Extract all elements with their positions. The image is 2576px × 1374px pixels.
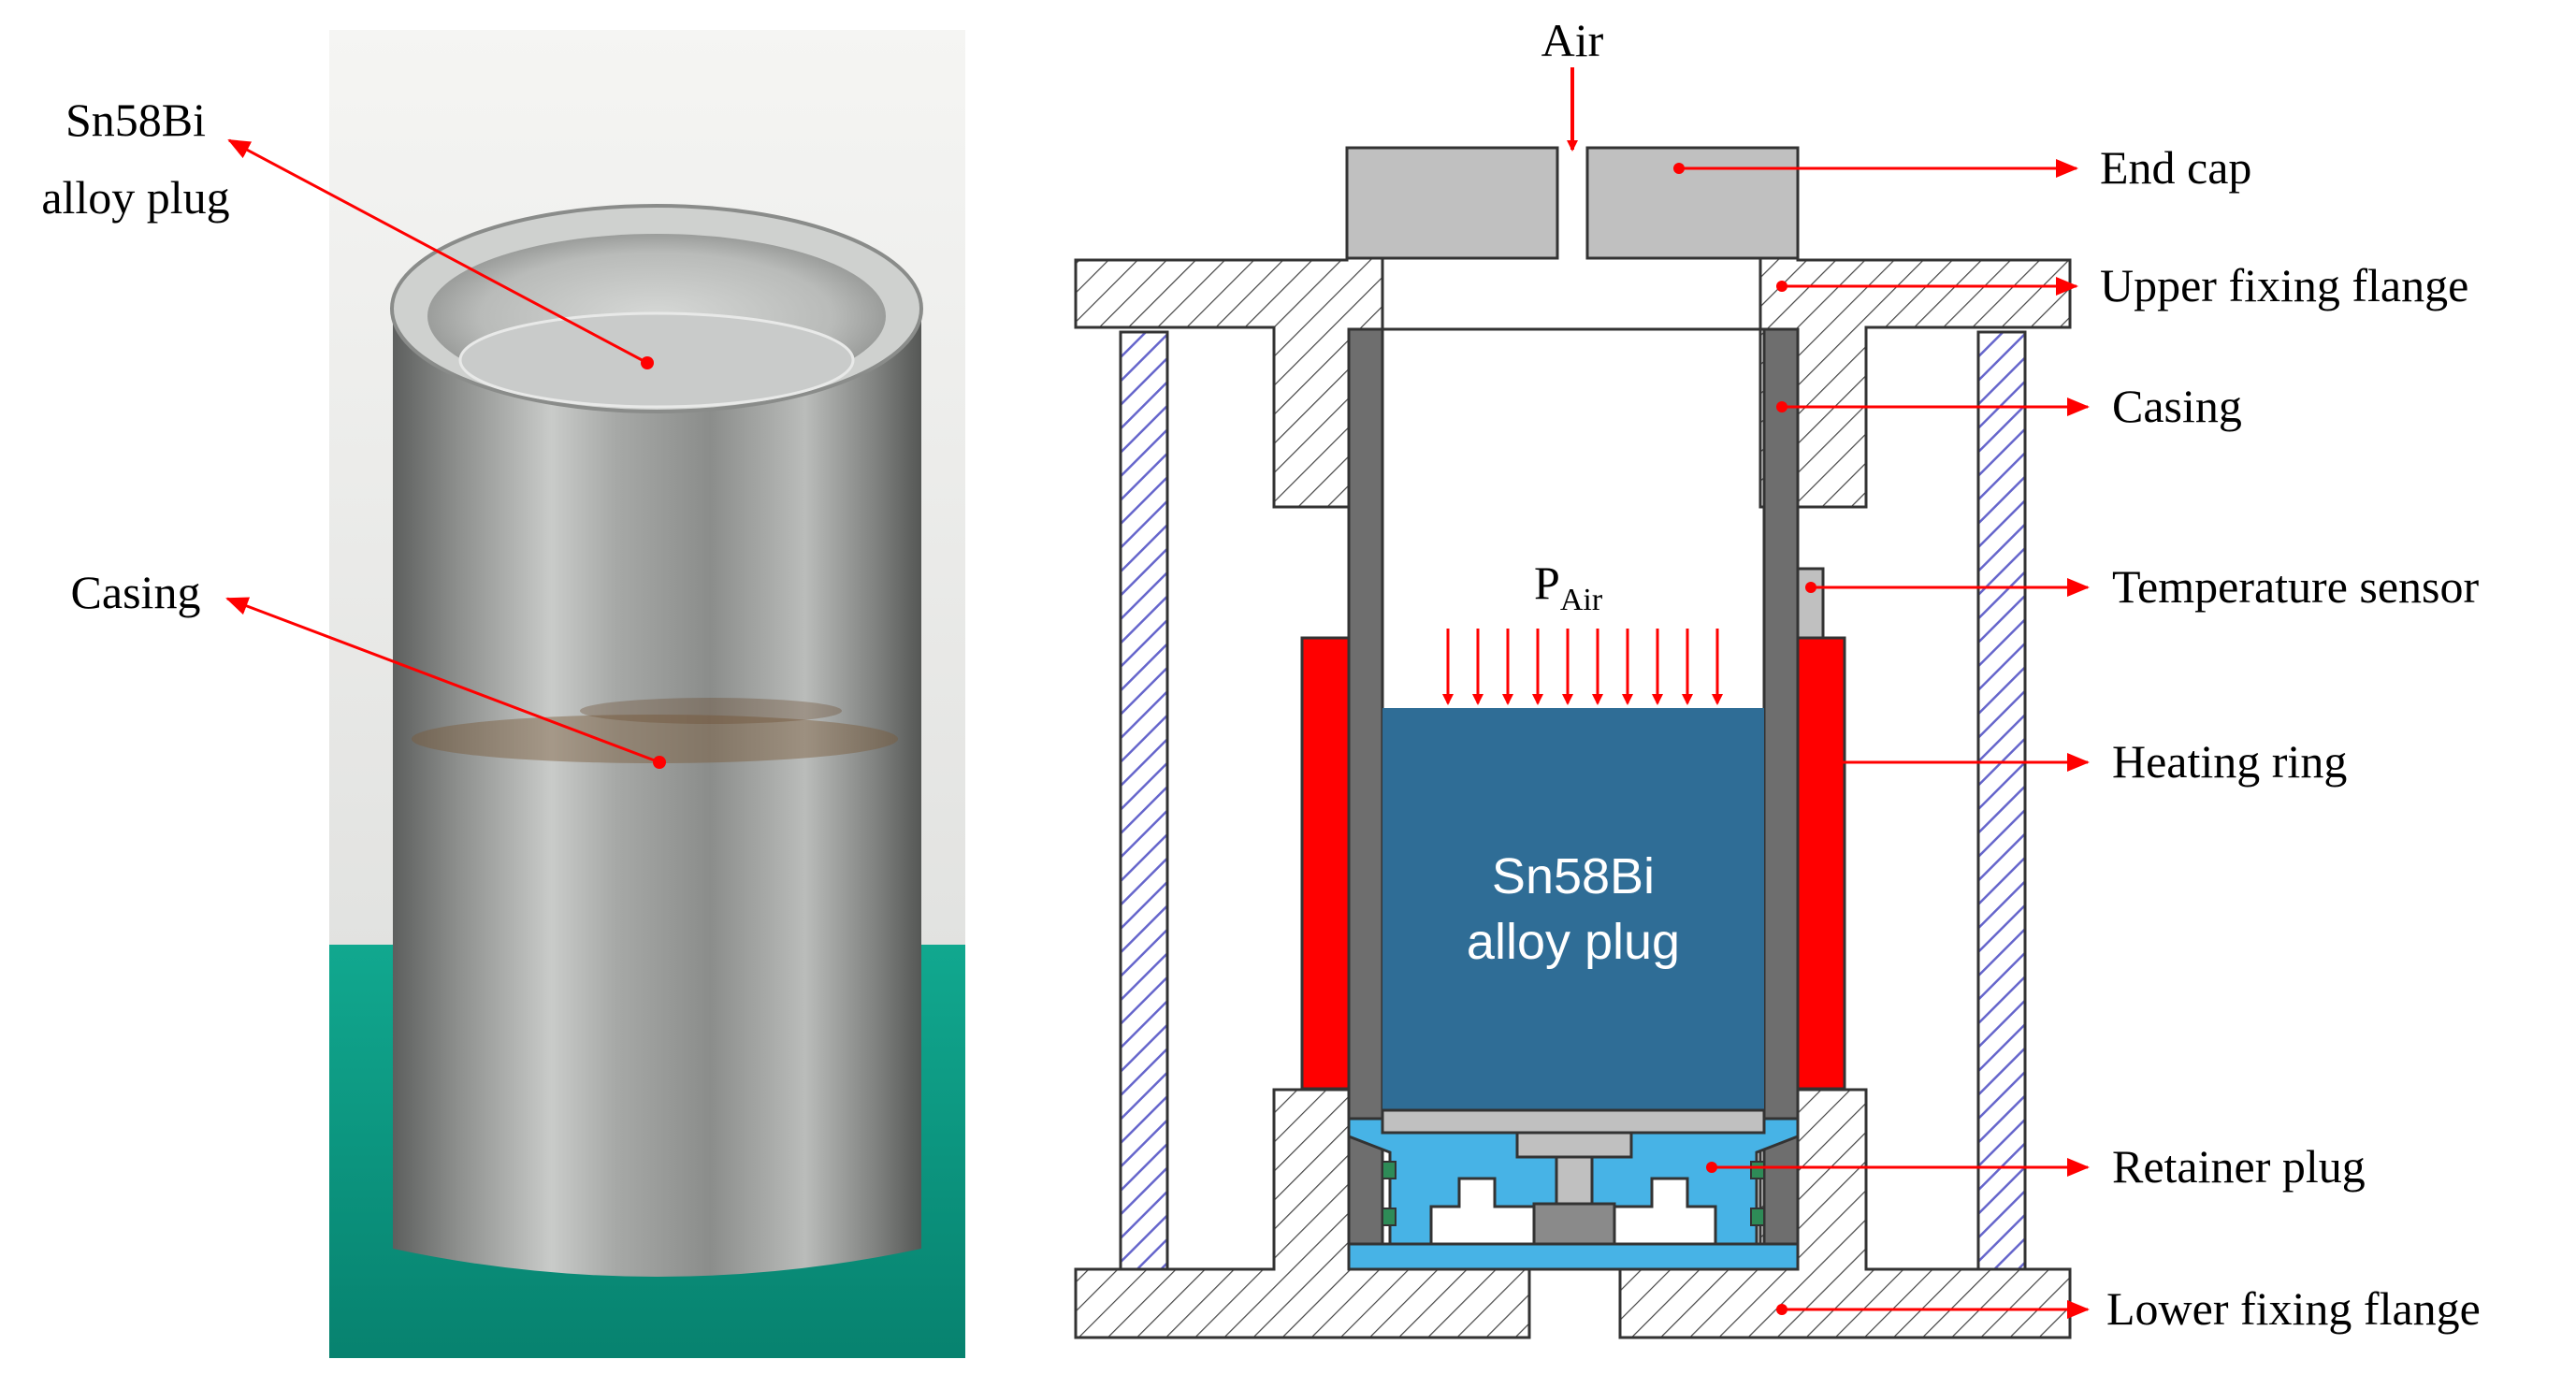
temperature-sensor	[1796, 567, 1825, 640]
left-support-rod	[1119, 330, 1169, 1271]
right-support-rod	[1976, 330, 2027, 1271]
o-ring-left-2	[1382, 1208, 1397, 1226]
callout-label-end-cap: End cap	[2100, 141, 2251, 194]
heating-ring-right	[1796, 636, 1846, 1091]
photo-casing-cylinder	[393, 309, 921, 1277]
pressure-label: PAir	[1534, 557, 1603, 617]
callout-label-heating-ring: Heating ring	[2112, 735, 2347, 788]
callout-label-retainer-plug: Retainer plug	[2112, 1140, 2366, 1193]
photo-alloy-plug-surface	[458, 311, 855, 409]
photo-arrow-alloy-plug-dot	[641, 356, 654, 369]
diagram-plug-label-line2: alloy plug	[1467, 914, 1680, 970]
retainer-plug	[1347, 1108, 1800, 1271]
photo-panel	[329, 30, 965, 1358]
alloy-plug	[1382, 708, 1764, 1110]
retainer-plug-nut	[1532, 1202, 1616, 1251]
air-label: Air	[1541, 14, 1604, 66]
callout-label-casing: Casing	[2112, 380, 2242, 432]
photo-arrow-casing	[225, 597, 660, 764]
end-cap-right	[1585, 146, 1800, 260]
end-cap-left	[1345, 146, 1559, 260]
casing-wall-left	[1347, 327, 1384, 1246]
schematic: Sn58Bi alloy plug PAir Air	[1074, 14, 2072, 1339]
pressure-arrows	[1442, 629, 1723, 705]
diagram-plug-label-line1: Sn58Bi	[1492, 848, 1655, 904]
o-ring-right-1	[1750, 1161, 1765, 1179]
photo-arrow-casing-dot	[653, 756, 666, 769]
retainer-plug-bottom-plate	[1347, 1242, 1800, 1271]
photo-label-alloy-plug-line2: alloy plug	[41, 171, 229, 224]
photo-rust-stain	[412, 715, 898, 763]
photo-annotations: Sn58Bi alloy plug Casing	[41, 94, 666, 769]
retainer-plug-top-plate	[1381, 1108, 1766, 1135]
schematic-callouts: End cap Upper fixing flange Casing Tempe…	[1673, 141, 2481, 1335]
pressure-label-subscript: Air	[1560, 583, 1603, 617]
callout-label-lower-flange: Lower fixing flange	[2106, 1282, 2481, 1335]
photo-label-alloy-plug-line1: Sn58Bi	[65, 94, 206, 146]
photo-label-casing: Casing	[71, 566, 201, 618]
callout-label-temperature-sensor: Temperature sensor	[2112, 560, 2480, 613]
casing-wall-right	[1762, 327, 1800, 1246]
o-ring-left-1	[1382, 1161, 1397, 1179]
o-ring-right-2	[1750, 1208, 1765, 1226]
retainer-plug-bolt-shank	[1555, 1155, 1594, 1206]
photo-rust-stain-2	[580, 698, 842, 724]
retainer-plug-bolt-head	[1515, 1131, 1633, 1159]
pressure-label-symbol: P	[1534, 557, 1560, 609]
photo-arrow-alloy-plug	[227, 138, 648, 365]
callout-label-upper-flange: Upper fixing flange	[2100, 259, 2468, 311]
heating-ring-left	[1300, 636, 1351, 1091]
